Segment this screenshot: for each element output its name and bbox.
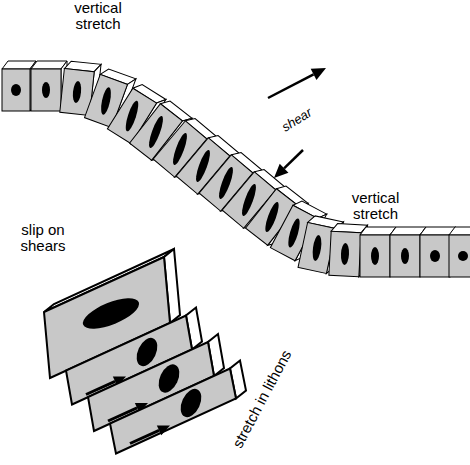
annotation-label: slip on shears	[3, 222, 83, 254]
strain-block	[449, 227, 470, 277]
annotation-label: vertical stretch	[62, 0, 134, 32]
block-front-face	[449, 235, 470, 277]
strain-ellipse	[340, 243, 349, 265]
block-front-face	[329, 231, 361, 277]
annotation-label: vertical stretch	[338, 190, 413, 222]
lithon-inset	[44, 249, 246, 454]
strain-ellipse	[216, 166, 235, 201]
strain-ellipse	[72, 81, 82, 104]
strain-ellipse	[11, 84, 21, 96]
lithon-ellipse	[133, 335, 162, 370]
shear-arrow-head	[311, 68, 326, 80]
slip-arrow-shaft	[130, 430, 159, 443]
shear-arrow-shaft	[268, 74, 314, 98]
shear-arrow-shaft	[284, 150, 303, 168]
strain-ellipse	[99, 86, 113, 115]
annotation-label: stretch in lithons	[222, 333, 302, 464]
strain-ellipse	[263, 201, 281, 234]
strain-ellipse	[146, 115, 165, 150]
block-chain	[2, 61, 470, 277]
block-front-face	[420, 235, 450, 277]
annotation-label: shear	[263, 95, 331, 146]
lithon-front-face	[110, 369, 236, 454]
block-front-face	[31, 69, 61, 111]
strain-ellipse	[401, 248, 409, 264]
block-top-face	[449, 227, 470, 235]
block-front-face	[2, 69, 30, 111]
strain-ellipse	[458, 251, 468, 261]
strain-ellipse	[311, 235, 323, 262]
block-front-face	[390, 235, 420, 277]
slip-arrow-head	[157, 426, 170, 436]
strain-ellipse	[239, 183, 258, 218]
lithon-ellipse	[155, 361, 184, 396]
strain-ellipse	[371, 247, 379, 265]
lithon-ellipse	[177, 386, 206, 421]
strain-ellipse	[286, 217, 302, 248]
strain-ellipse	[170, 132, 189, 167]
strain-ellipse	[42, 82, 50, 98]
strain-ellipse	[123, 100, 140, 133]
shear-arrow-head	[274, 164, 288, 178]
strain-ellipse	[430, 250, 440, 262]
block-front-face	[360, 235, 390, 277]
strain-ellipse	[193, 149, 212, 184]
lithon-ellipse	[79, 292, 143, 335]
lithon	[110, 361, 246, 454]
